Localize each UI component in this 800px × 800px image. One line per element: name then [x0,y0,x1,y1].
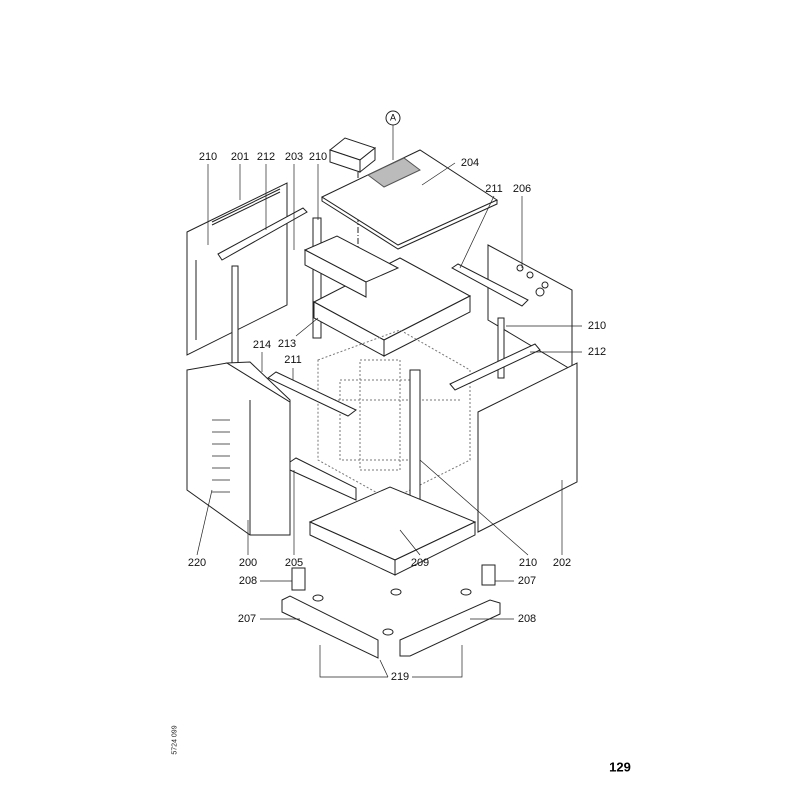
leader-lines [196,162,582,678]
callout-211: 211 [284,354,302,366]
post-210-right [497,317,505,379]
callout-207: 207 [517,575,537,587]
front-panel-200 [186,361,291,536]
callout-219: 219 [390,671,410,683]
rail-211-right [451,263,529,307]
post-210-front [409,369,421,511]
side-door-202 [477,362,578,533]
callout-211: 211 [485,183,503,195]
detail-marker-a: A [385,110,401,126]
plinth-208-lower [399,599,501,657]
callout-208: 208 [517,613,537,625]
rail-211-left [267,371,357,417]
callout-200: 200 [238,557,258,569]
page-number: 129 [609,759,631,775]
callout-213: 213 [277,338,297,350]
callout-206: 206 [512,183,532,195]
callout-214: 214 [252,339,272,351]
callout-212: 212 [256,151,276,163]
internal-components [317,329,471,501]
top-frame-213 [312,257,472,357]
adjustable-feet-219 [312,588,472,636]
post-210-center [312,217,322,339]
callout-210: 210 [518,557,538,569]
callout-203: 203 [284,151,304,163]
document-number: 5724 099 [171,725,179,755]
callout-204: 204 [460,157,480,169]
top-cover-204 [320,149,499,250]
callout-209: 209 [410,557,430,569]
bracket-203 [303,235,400,298]
callout-201: 201 [230,151,250,163]
callout-205: 205 [284,557,304,569]
callout-210: 210 [587,320,607,332]
rail-212-right [449,343,541,391]
plinth-207-lower [281,595,379,659]
callout-210: 210 [198,151,218,163]
callout-210: 210 [308,151,328,163]
callout-202: 202 [552,557,572,569]
callout-207: 207 [237,613,257,625]
base-frame-209 [308,486,477,576]
plinth-208-upper [291,567,306,591]
callout-212: 212 [587,346,607,358]
callout-220: 220 [187,557,207,569]
callout-208: 208 [238,575,258,587]
control-box [328,137,377,174]
plinth-207-upper [481,564,496,586]
rail-212-left [217,207,308,261]
trim-strip-205 [289,457,357,501]
